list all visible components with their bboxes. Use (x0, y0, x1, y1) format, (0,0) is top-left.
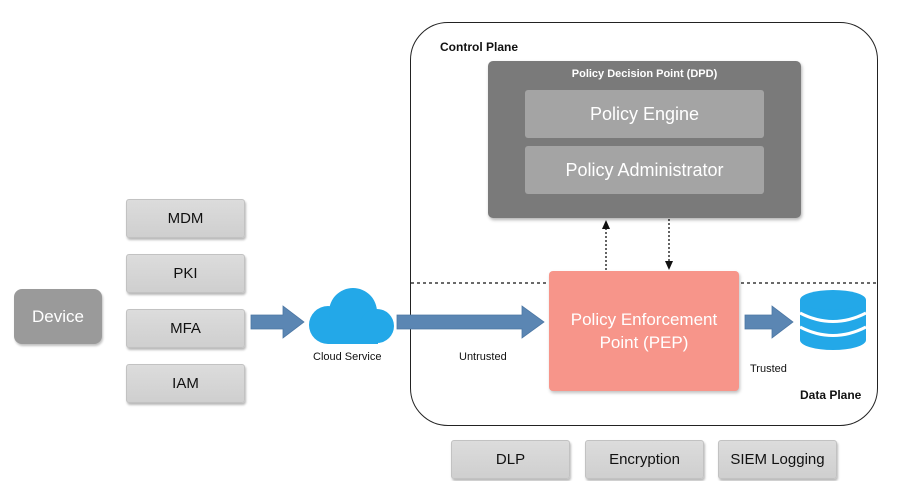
services-to-cloud-arrow (250, 305, 305, 339)
pep-to-pdp-arrowhead (602, 220, 610, 229)
policy-decision-point (488, 61, 801, 218)
service-box-siem-logging: SIEM Logging (718, 440, 837, 479)
untrusted-label: Untrusted (459, 351, 507, 363)
policy-administrator-box: Policy Administrator (525, 146, 764, 194)
policy-engine-box: Policy Engine (525, 90, 764, 138)
pdp-label: Policy Decision Point (DPD) (571, 68, 718, 80)
cloud-to-pep-arrow (396, 305, 545, 339)
cloud-icon (309, 288, 394, 344)
policy-enforcement-point: Policy Enforcement Point (PEP) (549, 271, 739, 391)
pdp-to-pep-arrowhead (665, 261, 673, 270)
control-plane-label: Control Plane (440, 40, 519, 54)
service-box-encryption: Encryption (585, 440, 704, 479)
service-box-iam: IAM (126, 364, 245, 403)
control-plane-container (410, 22, 878, 426)
pep-label-line2: Point (PEP) (599, 333, 689, 352)
service-box-mdm: MDM (126, 199, 245, 238)
cloud-service-label: Cloud Service (313, 351, 382, 363)
service-box-mfa: MFA (126, 309, 245, 348)
data-plane-label: Data Plane (800, 388, 862, 402)
trusted-label: Trusted (750, 363, 787, 375)
pep-to-database-arrow (744, 305, 794, 339)
device-box: Device (14, 289, 102, 344)
service-box-pki: PKI (126, 254, 245, 293)
database-icon (799, 290, 867, 350)
service-box-dlp: DLP (451, 440, 570, 479)
pep-label-line1: Policy Enforcement (570, 310, 718, 329)
